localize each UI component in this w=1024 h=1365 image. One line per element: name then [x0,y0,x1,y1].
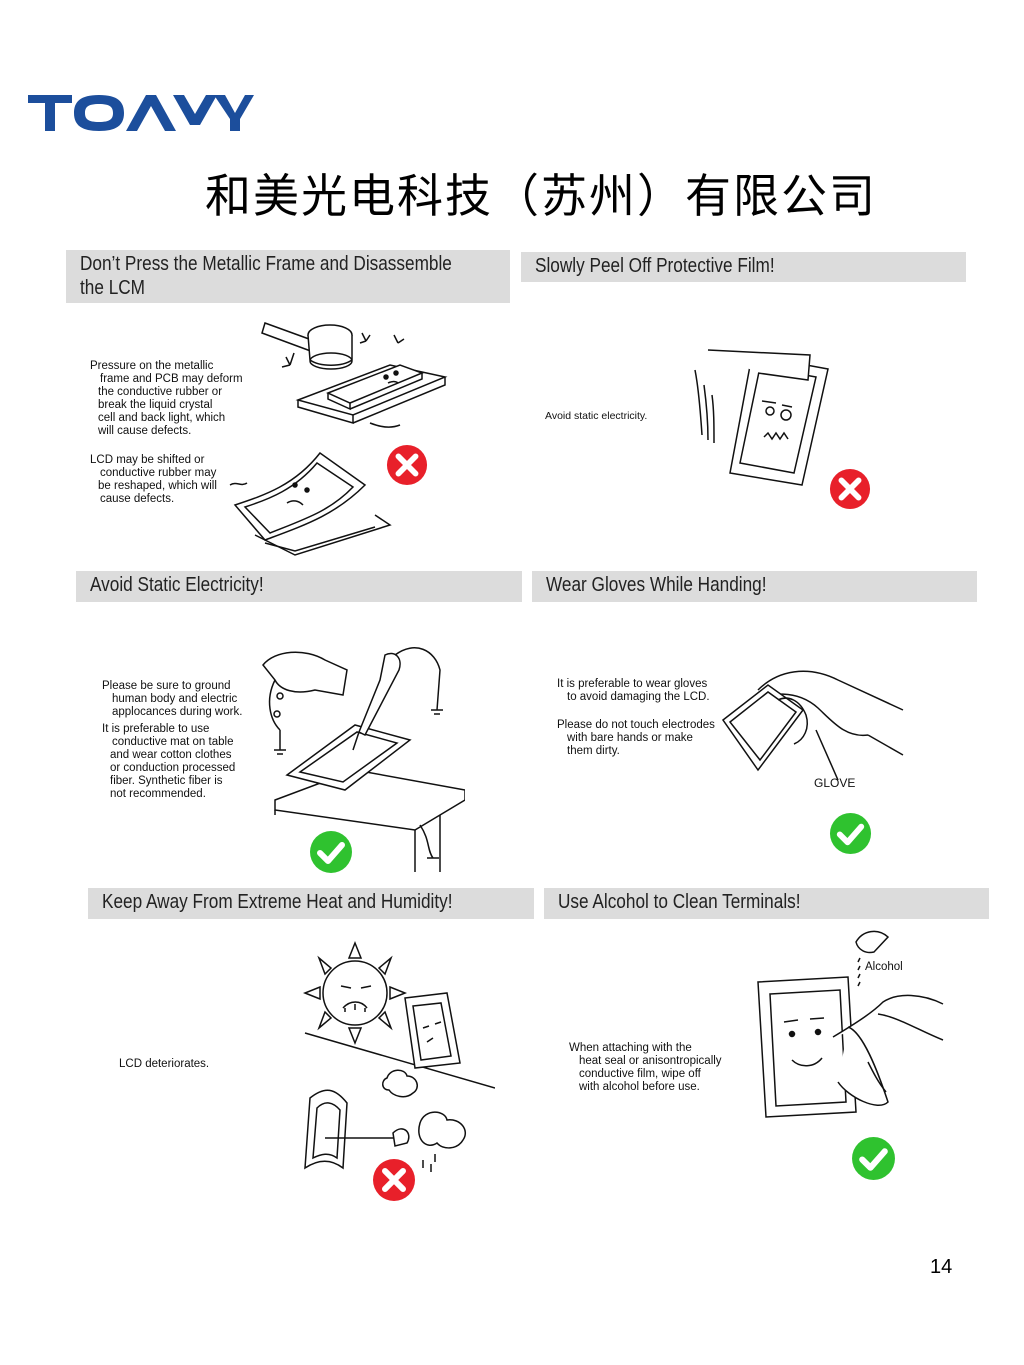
correct-check-icon [851,1136,896,1181]
sun-and-humidity-illustration [302,940,495,1172]
company-name: 和美光电科技（苏州）有限公司 [205,169,877,223]
panel-5-title: Keep Away From Extreme Heat and Humidity… [88,888,534,919]
peel-film-illustration [694,349,829,486]
alcohol-cleaning-illustration [757,930,944,1118]
gloved-hand-lcd-illustration [721,670,904,780]
glove-label: GLOVE [814,776,856,790]
tomy-logo [28,95,254,131]
alcohol-label: Alcohol [865,961,903,973]
grounded-workbench-illustration [262,647,465,872]
correct-check-icon [309,830,353,874]
panel-6-title: Use Alcohol to Clean Terminals! [544,888,989,919]
page-number: 14 [930,1256,953,1278]
correct-check-icon [829,812,872,855]
incorrect-x-icon [829,468,871,510]
panel-1-title: Don’t Press the Metallic Frame and Disas… [66,250,510,303]
hammer-on-lcm-illustration [261,322,448,428]
incorrect-x-icon [372,1158,416,1202]
panel-4-title: Wear Gloves While Handing! [532,571,977,602]
panel-2-title: Slowly Peel Off Protective Film! [521,252,966,282]
incorrect-x-icon [386,444,428,486]
panel-3-title: Avoid Static Electricity! [76,571,522,602]
panel-2-caption: Avoid static electricity. [545,410,648,422]
panel-5-caption: LCD deteriorates. [119,1058,210,1070]
bent-lcm-illustration [229,451,392,556]
